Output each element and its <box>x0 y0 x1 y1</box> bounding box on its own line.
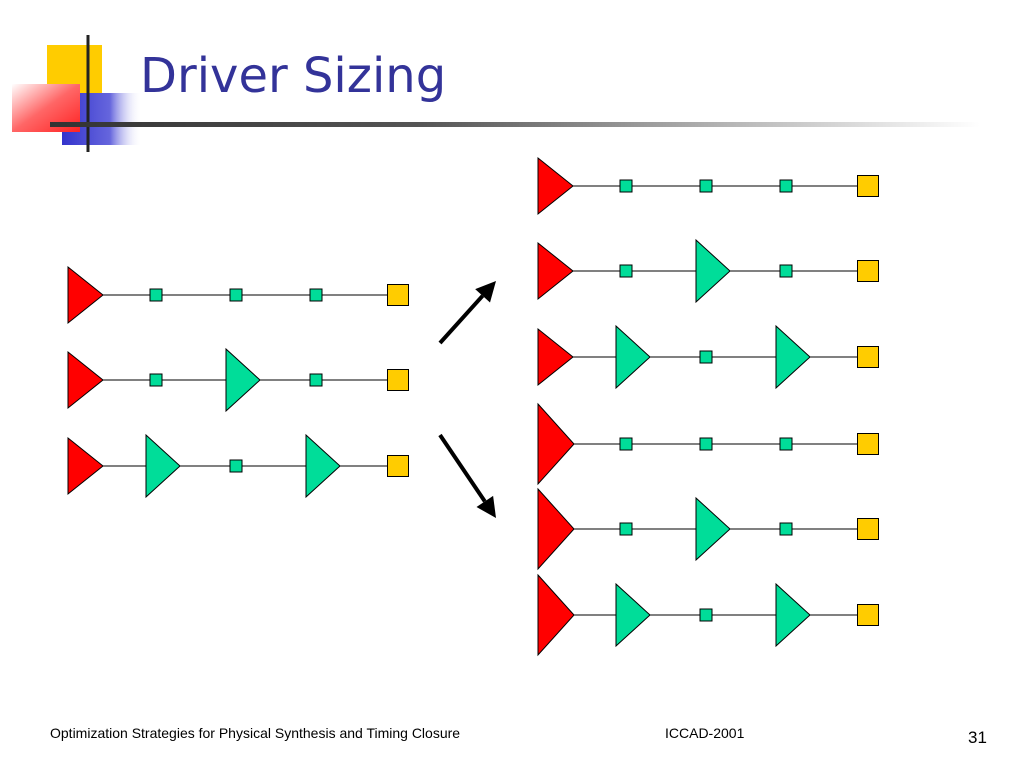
wire-node <box>619 179 633 193</box>
wire-node <box>309 288 323 302</box>
sink-pin <box>857 260 879 282</box>
footer-conference: ICCAD-2001 <box>665 725 745 741</box>
buffer-triangle <box>615 324 651 390</box>
sink-pin <box>857 518 879 540</box>
up-right-arrow-shaft <box>438 294 485 345</box>
driver-triangle <box>537 327 574 387</box>
buffer-triangle <box>775 324 811 390</box>
wire-node <box>619 437 633 451</box>
down-right-arrow <box>476 495 496 518</box>
driver-triangle <box>537 241 574 301</box>
driver-triangle <box>537 156 574 216</box>
sink-pin <box>857 604 879 626</box>
wire-node <box>699 608 713 622</box>
sink-pin <box>387 284 409 306</box>
sink-pin <box>387 369 409 391</box>
large-driver-triangle <box>537 402 575 486</box>
sink-pin <box>857 175 879 197</box>
wire-node <box>699 350 713 364</box>
wire-node <box>699 179 713 193</box>
wire-node <box>149 373 163 387</box>
wire-node <box>779 264 793 278</box>
footer-course-title: Optimization Strategies for Physical Syn… <box>50 725 461 741</box>
wire-node <box>149 288 163 302</box>
sink-pin <box>857 433 879 455</box>
page-number: 31 <box>968 728 987 747</box>
wire-node <box>619 522 633 536</box>
driver-triangle <box>67 350 104 410</box>
buffer-triangle <box>225 347 261 413</box>
slide-title: Driver Sizing <box>140 48 447 104</box>
down-right-arrow-shaft <box>438 433 487 503</box>
driver-triangle <box>67 436 104 496</box>
buffer-triangle <box>695 238 731 304</box>
up-right-arrow <box>475 281 496 303</box>
buffer-triangle <box>145 433 181 499</box>
wire-node <box>229 459 243 473</box>
wire-node <box>229 288 243 302</box>
wire-node <box>699 437 713 451</box>
buffer-triangle <box>615 582 651 648</box>
wire-node <box>779 437 793 451</box>
wire-node <box>619 264 633 278</box>
buffer-triangle <box>305 433 341 499</box>
wire-node <box>779 522 793 536</box>
sink-pin <box>387 455 409 477</box>
title-underline <box>50 122 980 127</box>
buffer-triangle <box>775 582 811 648</box>
sink-pin <box>857 346 879 368</box>
driver-triangle <box>67 265 104 325</box>
large-driver-triangle <box>537 487 575 571</box>
wire-node <box>309 373 323 387</box>
buffer-triangle <box>695 496 731 562</box>
wire-node <box>779 179 793 193</box>
large-driver-triangle <box>537 573 575 657</box>
